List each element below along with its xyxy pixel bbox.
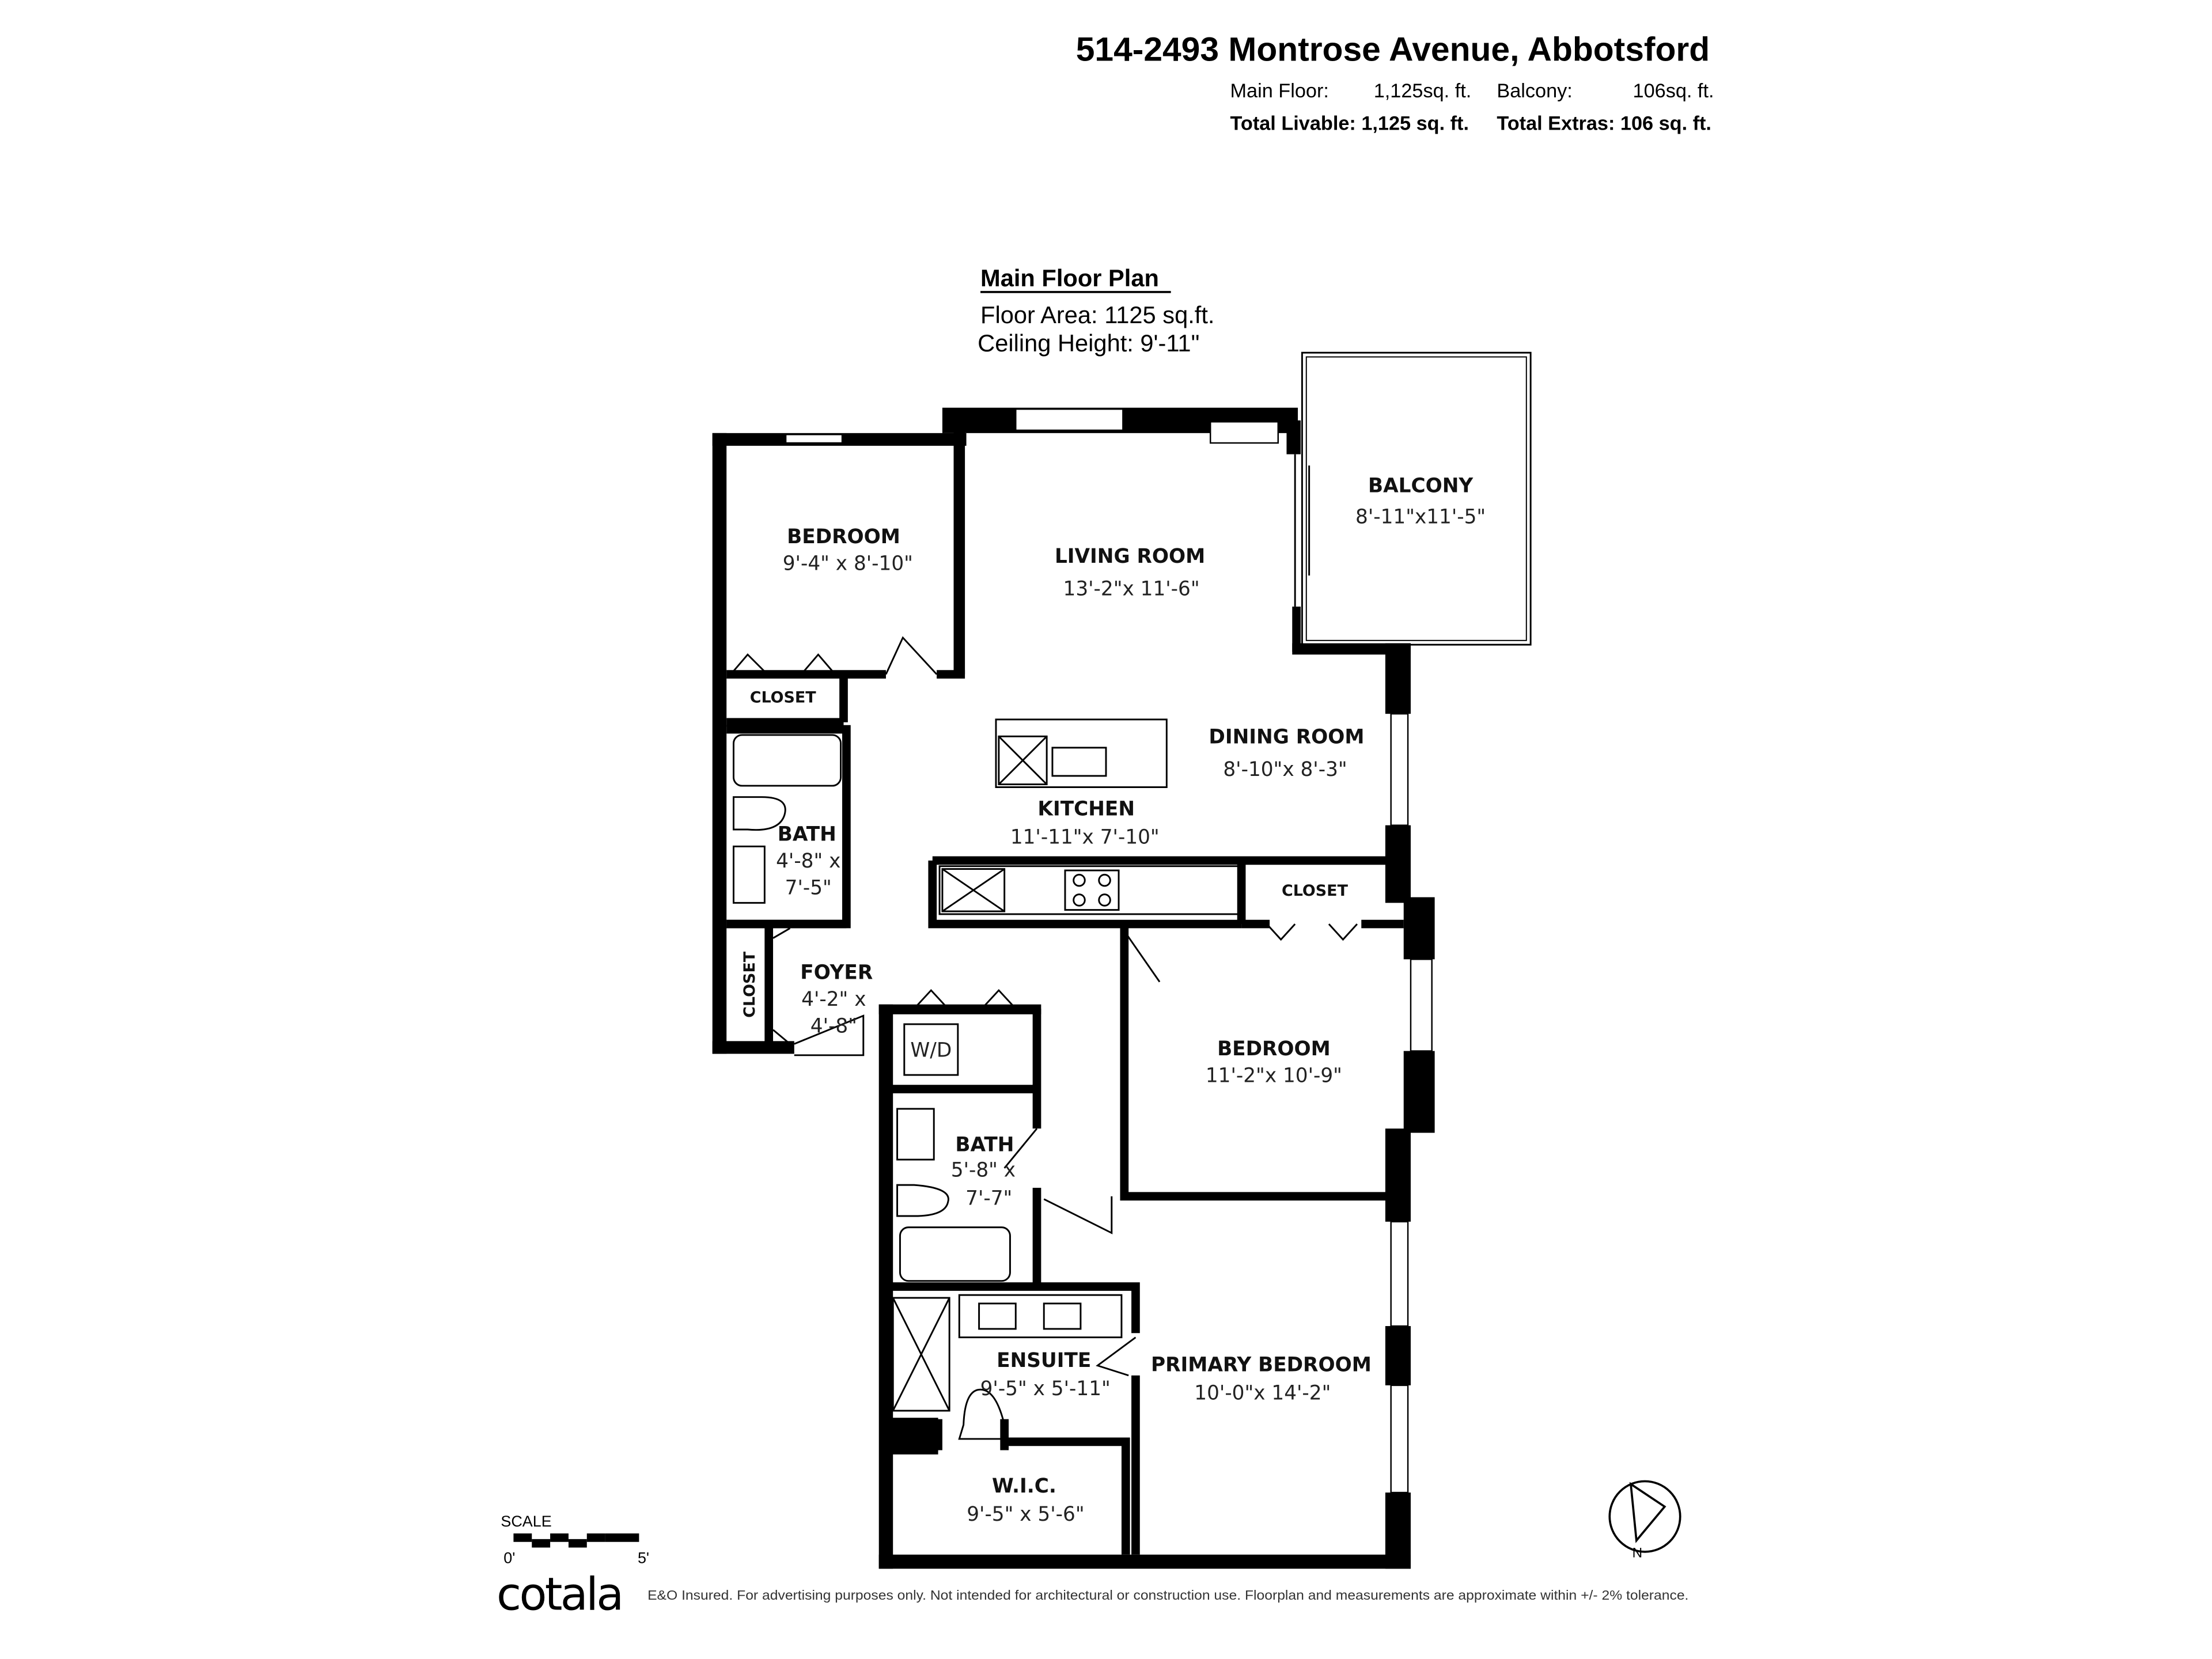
compass-north-label: N [1632, 1546, 1642, 1561]
total-livable: Total Livable: 1,125 sq. ft. [1230, 112, 1469, 134]
bath2-dim2: 7'-7" [965, 1187, 1012, 1210]
bath1-name: BATH [778, 823, 836, 846]
scale-label: SCALE [501, 1513, 551, 1530]
kitchen-name: KITCHEN [1037, 798, 1135, 821]
foyer-name: FOYER [800, 961, 873, 984]
bedroom1-name: BEDROOM [787, 525, 900, 548]
scale-end: 5' [638, 1549, 649, 1566]
bath1-dim1: 4'-8" x [776, 850, 840, 873]
bedroom1-dim: 9'-4" x 8'-10" [783, 552, 913, 575]
bedroom2-dim: 11'-2"x 10'-9" [1206, 1064, 1342, 1087]
property-address: 514-2493 Montrose Avenue, Abbotsford [1076, 31, 1710, 68]
bath2-dim1: 5'-8" x [951, 1158, 1016, 1181]
scale-start: 0' [503, 1549, 515, 1566]
windows [785, 408, 1433, 1494]
room-labels: BALCONY 8'-11"x11'-5" BEDROOM 9'-4" x 8'… [741, 475, 1486, 1526]
dining-dim: 8'-10"x 8'-3" [1223, 758, 1347, 781]
living-dim: 13'-2"x 11'-6" [1063, 577, 1200, 600]
wic-dim: 9'-5" x 5'-6" [967, 1503, 1084, 1526]
fixtures [733, 718, 1240, 1440]
foyer-dim1: 4'-2" x [801, 988, 866, 1011]
scale-bar: SCALE 0' 5' [501, 1513, 649, 1567]
total-extras: Total Extras: 106 sq. ft. [1497, 112, 1711, 134]
closet3-name: CLOSET [741, 951, 759, 1018]
header: 514-2493 Montrose Avenue, Abbotsford Mai… [1076, 31, 1714, 134]
ceiling-height: Ceiling Height: 9'-11" [978, 329, 1199, 357]
balcony-dim: 8'-11"x11'-5" [1355, 506, 1486, 529]
interior-walls [726, 670, 1404, 1555]
dining-name: DINING ROOM [1209, 726, 1364, 749]
wic-name: W.I.C. [992, 1475, 1056, 1498]
balcony-value: 106sq. ft. [1633, 80, 1714, 102]
main-floor-label: Main Floor: [1230, 80, 1329, 102]
plan-title: Main Floor Plan [980, 264, 1159, 291]
balcony-name: BALCONY [1368, 475, 1474, 498]
closet1-name: CLOSET [750, 689, 817, 707]
living-name: LIVING ROOM [1055, 545, 1205, 568]
foyer-dim2: 4'-8" [810, 1015, 857, 1038]
north-compass-icon: N [1608, 1480, 1681, 1561]
bedroom2-name: BEDROOM [1217, 1037, 1331, 1060]
bath2-name: BATH [955, 1133, 1014, 1156]
doors [730, 636, 1358, 1377]
kitchen-dim: 11'-11"x 7'-10" [1010, 825, 1160, 849]
closet2-name: CLOSET [1282, 882, 1349, 900]
cotala-logo: cotala [497, 1568, 622, 1620]
bath1-dim2: 7'-5" [785, 877, 832, 900]
disclaimer: E&O Insured. For advertising purposes on… [647, 1588, 1688, 1603]
plan-info: Main Floor Plan Floor Area: 1125 sq.ft. … [978, 264, 1214, 357]
ensuite-name: ENSUITE [997, 1349, 1091, 1372]
floor-area: Floor Area: 1125 sq.ft. [980, 301, 1214, 328]
primary-name: PRIMARY BEDROOM [1151, 1353, 1372, 1376]
balcony-outline [1301, 351, 1532, 646]
footer: cotala E&O Insured. For advertising purp… [497, 1568, 1688, 1620]
primary-dim: 10'-0"x 14'-2" [1194, 1381, 1331, 1404]
balcony-label: Balcony: [1497, 80, 1572, 102]
main-floor-value: 1,125sq. ft. [1374, 80, 1472, 102]
wd-label: W/D [910, 1039, 952, 1062]
ensuite-dim: 9'-5" x 5'-11" [980, 1377, 1111, 1400]
